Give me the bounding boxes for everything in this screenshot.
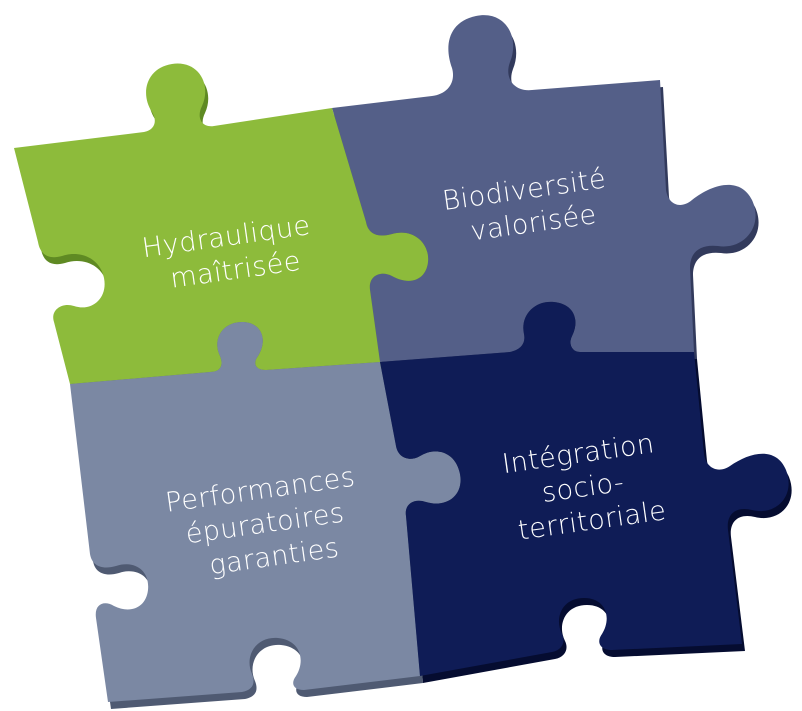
puzzle-faces [14, 15, 789, 702]
piece-integration [380, 301, 789, 676]
piece-biodiversite [332, 15, 756, 362]
piece-hydraulique [14, 63, 429, 384]
piece-performances [70, 322, 461, 702]
